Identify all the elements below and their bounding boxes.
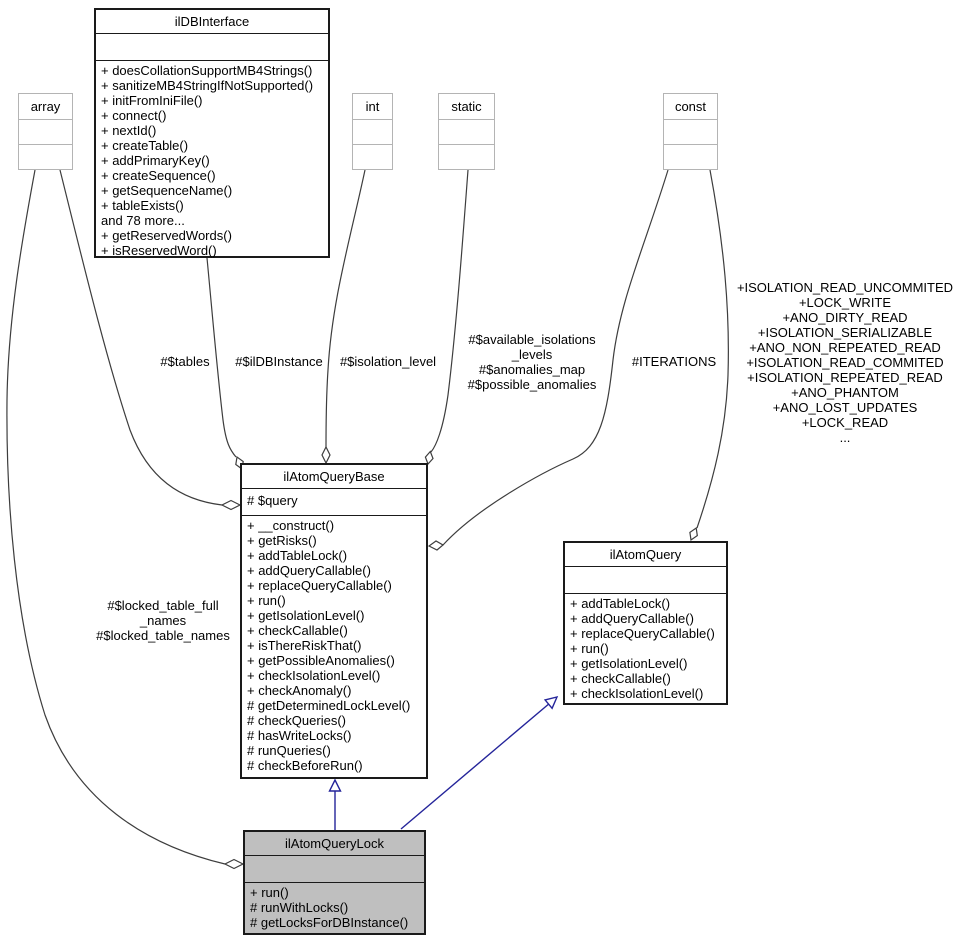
class-title: ilDBInterface xyxy=(96,10,328,34)
member-line: + connect() xyxy=(101,108,167,123)
member-line: + isThereRiskThat() xyxy=(247,638,362,653)
class-methods: + addTableLock()+ addQueryCallable()+ re… xyxy=(565,594,726,703)
member-line: + initFromIniFile() xyxy=(101,93,203,108)
member-line: + getIsolationLevel() xyxy=(570,656,688,671)
class-title: ilAtomQuery xyxy=(565,543,726,567)
member-line: + getSequenceName() xyxy=(101,183,233,198)
class-title: ilAtomQueryLock xyxy=(245,832,424,856)
class-title: ilAtomQueryBase xyxy=(242,465,426,489)
class-methods: + doesCollationSupportMB4Strings()+ sani… xyxy=(96,61,328,258)
member-line: + addTableLock() xyxy=(570,596,671,611)
type-empty-section xyxy=(664,144,717,169)
type-title: const xyxy=(674,99,707,114)
aggregation-diamond xyxy=(220,499,242,511)
class-ildbinterface[interactable]: ilDBInterface + doesCollationSupportMB4S… xyxy=(94,8,330,258)
type-empty-section xyxy=(353,119,392,144)
member-line: + isReservedWord() xyxy=(101,243,217,258)
edge-static-members xyxy=(424,169,469,466)
member-line: + sanitizeMB4StringIfNotSupported() xyxy=(101,78,314,93)
member-line: + createSequence() xyxy=(101,168,216,183)
member-line: + getPossibleAnomalies() xyxy=(247,653,395,668)
member-line: + checkAnomaly() xyxy=(247,683,352,698)
type-empty-section xyxy=(19,144,72,169)
edge-label-locked-tables: #$locked_table_full _names #$locked_tabl… xyxy=(96,598,230,643)
aggregation-diamond xyxy=(424,450,434,466)
member-line: + run() xyxy=(250,885,289,900)
member-line: + replaceQueryCallable() xyxy=(570,626,715,641)
class-attributes xyxy=(96,34,328,61)
member-line: + checkIsolationLevel() xyxy=(570,686,704,701)
class-ilatomquerylock[interactable]: ilAtomQueryLock + run()# runWithLocks()#… xyxy=(243,830,426,935)
member-line: + doesCollationSupportMB4Strings() xyxy=(101,63,313,78)
member-line: # runWithLocks() xyxy=(250,900,349,915)
member-line: + getRisks() xyxy=(247,533,317,548)
class-attributes xyxy=(565,567,726,594)
inheritance-atomquerylock-atomquery xyxy=(400,695,559,830)
member-line: + addQueryCallable() xyxy=(570,611,694,626)
member-line: # getLocksForDBInstance() xyxy=(250,915,409,930)
edge-array-locked-tables xyxy=(6,169,245,870)
type-empty-section xyxy=(353,144,392,169)
member-line: # $query xyxy=(247,493,298,508)
member-line: # getDeterminedLockLevel() xyxy=(247,698,411,713)
inheritance-arrowhead xyxy=(328,778,342,792)
member-line: and 78 more... xyxy=(101,213,185,228)
edge-label-isolation-level: #$isolation_level xyxy=(339,354,437,369)
aggregation-diamond xyxy=(689,526,698,542)
type-static: static xyxy=(438,93,495,170)
member-line: + addPrimaryKey() xyxy=(101,153,210,168)
member-line: # checkQueries() xyxy=(247,713,346,728)
member-line: + run() xyxy=(570,641,609,656)
member-line: + checkCallable() xyxy=(570,671,671,686)
class-attributes: # $query xyxy=(242,489,426,516)
member-line: + checkCallable() xyxy=(247,623,348,638)
class-ilatomquerybase[interactable]: ilAtomQueryBase # $query + __construct()… xyxy=(240,463,428,779)
member-line: + addTableLock() xyxy=(247,548,348,563)
type-int: int xyxy=(352,93,393,170)
member-line: + __construct() xyxy=(247,518,335,533)
type-title: int xyxy=(365,99,380,114)
member-line: + tableExists() xyxy=(101,198,184,213)
edge-array-tables xyxy=(59,169,242,511)
aggregation-diamond xyxy=(321,445,331,465)
edge-label-const-members: +ISOLATION_READ_UNCOMMITED +LOCK_WRITE +… xyxy=(736,280,954,445)
edge-label-tables: #$tables xyxy=(160,354,210,369)
type-array: array xyxy=(18,93,73,170)
type-empty-section xyxy=(439,144,494,169)
edge-const-iterations xyxy=(427,169,669,551)
member-line: + addQueryCallable() xyxy=(247,563,371,578)
type-empty-section xyxy=(439,119,494,144)
edge-label-static-members: #$available_isolations _levels #$anomali… xyxy=(467,332,597,392)
inheritance-atomquerylock-atomquerybase xyxy=(328,778,342,830)
type-title: static xyxy=(451,99,482,114)
class-methods: + __construct()+ getRisks()+ addTableLoc… xyxy=(242,516,426,777)
member-line: + checkIsolationLevel() xyxy=(247,668,381,683)
member-line: + nextId() xyxy=(101,123,157,138)
member-line: + run() xyxy=(247,593,286,608)
class-methods: + run()# runWithLocks()# getLocksForDBIn… xyxy=(245,883,424,933)
member-line: + getIsolationLevel() xyxy=(247,608,365,623)
edge-label-ildbinstance: #$ilDBInstance xyxy=(235,354,323,369)
member-line: + replaceQueryCallable() xyxy=(247,578,392,593)
type-const: const xyxy=(663,93,718,170)
member-line: + createTable() xyxy=(101,138,189,153)
member-line: + getReservedWords() xyxy=(101,228,232,243)
inheritance-arrowhead xyxy=(543,695,559,710)
edge-const-atomquery-members xyxy=(689,169,729,542)
edge-int-isolation-level xyxy=(321,169,366,465)
type-empty-section xyxy=(664,119,717,144)
type-title: array xyxy=(30,99,61,114)
edge-label-iterations: #ITERATIONS xyxy=(631,354,717,369)
class-attributes xyxy=(245,856,424,883)
member-line: # runQueries() xyxy=(247,743,331,758)
member-line: # checkBeforeRun() xyxy=(247,758,363,773)
aggregation-diamond xyxy=(427,540,445,551)
type-empty-section xyxy=(19,119,72,144)
aggregation-diamond xyxy=(223,858,245,870)
member-line: # hasWriteLocks() xyxy=(247,728,352,743)
class-ilatomquery[interactable]: ilAtomQuery + addTableLock()+ addQueryCa… xyxy=(563,541,728,705)
